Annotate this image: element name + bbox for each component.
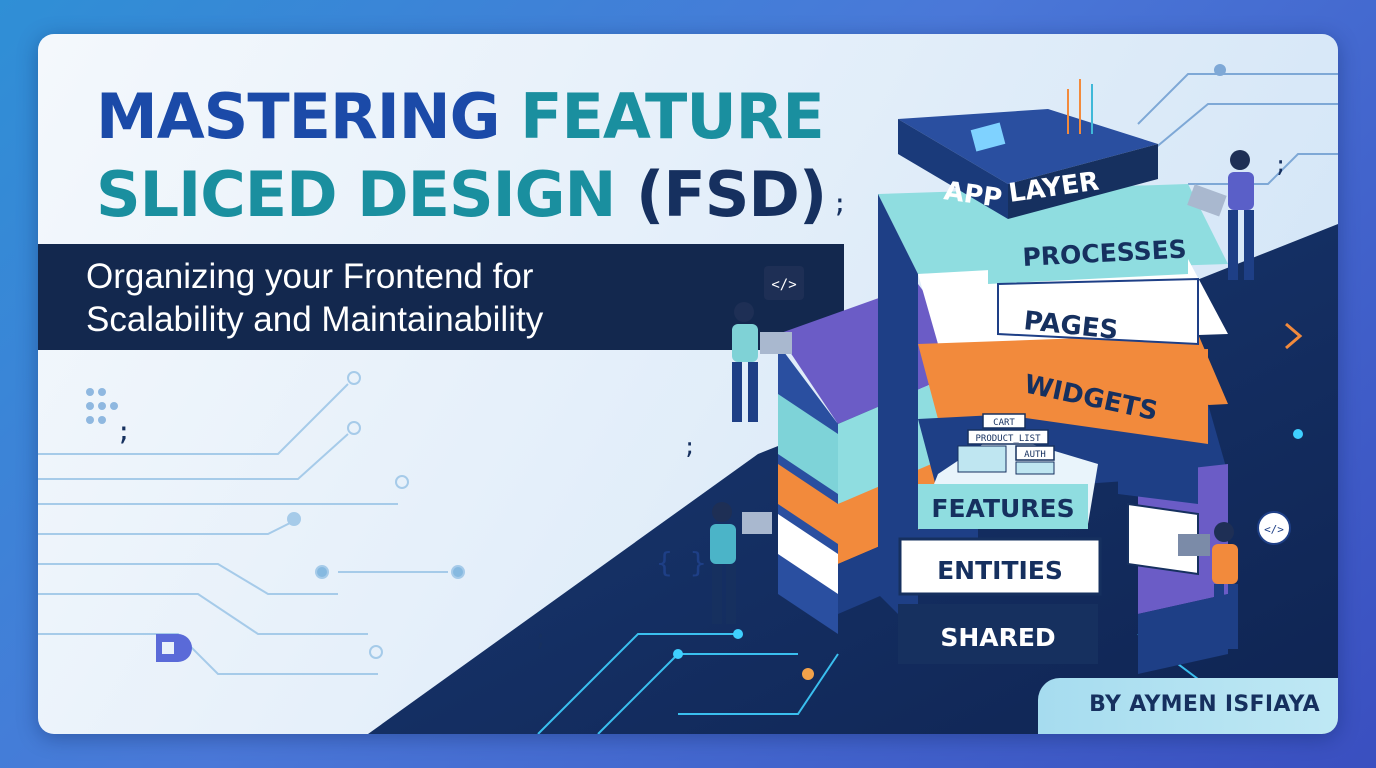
subtitle-line-1: Organizing your Frontend for <box>86 257 534 296</box>
feature-tags <box>957 413 1055 475</box>
subtitle-band <box>38 244 844 350</box>
title-line-2: SLICED DESIGN (FSD) <box>96 164 827 226</box>
title-fsd: (FSD) <box>636 158 827 231</box>
code-bracket-icon: </> <box>764 266 804 300</box>
code-bracket-icon-right: </> <box>1257 511 1291 545</box>
developer-bottom-right <box>1178 522 1238 649</box>
title-sliced-design: SLICED DESIGN <box>96 158 637 231</box>
byline-box: BY AYMEN ISFIAYA <box>1038 678 1338 734</box>
developer-bottom-left <box>710 502 772 624</box>
svg-text:</>: </> <box>1264 523 1284 536</box>
semicolon-icon-5: ; <box>1274 153 1287 178</box>
title-feature: FEATURE <box>520 80 825 153</box>
semicolon-icon-3: ; <box>683 435 696 460</box>
semicolon-icon: ; <box>832 189 848 219</box>
semicolon-icon-2: ; <box>116 417 132 447</box>
chevron-right-icon <box>1285 322 1303 350</box>
semicolon-icon-4: ; <box>534 627 547 652</box>
developer-top-right <box>1187 150 1254 280</box>
developer-left <box>732 302 792 422</box>
title-mastering: MASTERING <box>96 80 521 153</box>
fsd-layer-stack: </> </> { } ; ; ; ; ; APP LAYER PROCESSE… <box>116 79 1303 674</box>
banner-card: MASTERING FEATURE SLICED DESIGN (FSD) Or… <box>38 34 1338 734</box>
byline-text: BY AYMEN ISFIAYA <box>1089 692 1320 717</box>
curly-braces-icon: { } <box>656 546 707 579</box>
tag-cart: CART <box>993 418 1015 428</box>
title-line-1: MASTERING FEATURE <box>96 86 825 148</box>
subtitle-line-2: Scalability and Maintainability <box>86 300 544 339</box>
label-shared: SHARED <box>940 623 1055 652</box>
logo-icon <box>156 634 192 662</box>
tag-auth: AUTH <box>1024 450 1046 460</box>
developers <box>710 150 1254 649</box>
tag-product-list: PRODUCT_LIST <box>975 434 1041 444</box>
svg-text:</>: </> <box>771 277 796 293</box>
label-entities: ENTITIES <box>937 556 1063 585</box>
label-features: FEATURES <box>931 494 1074 523</box>
